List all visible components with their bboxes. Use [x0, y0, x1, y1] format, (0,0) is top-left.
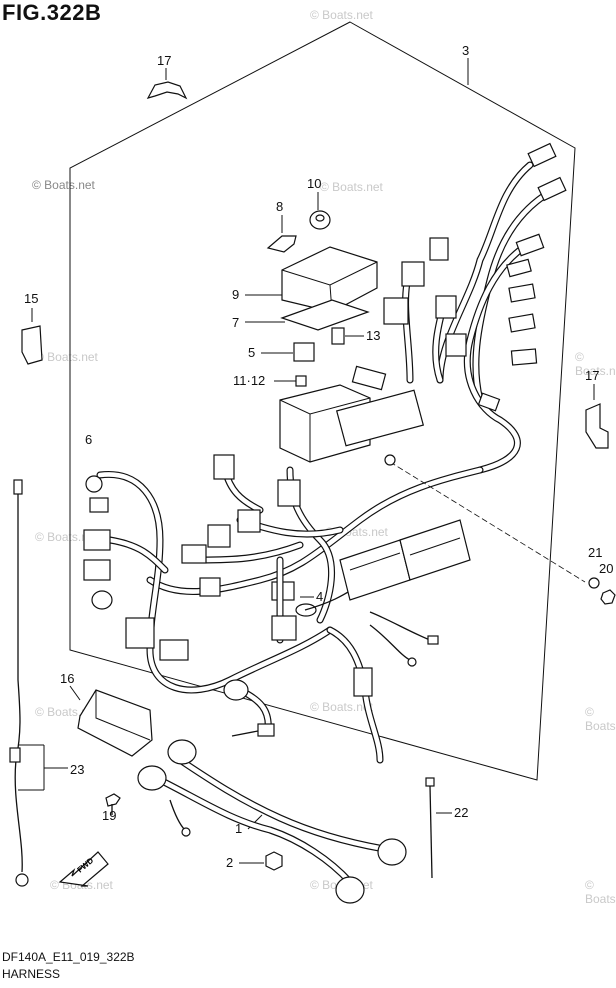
label-13: 13: [366, 328, 380, 343]
assembly-box: [69, 21, 576, 781]
engine-harness-part-1: [137, 739, 407, 904]
part-labels: 3 17 10 8 9 7 13 5 11·12 15 6 17 21 20 4…: [24, 43, 613, 870]
label-5: 5: [248, 345, 255, 360]
bolt-part-18: [105, 793, 121, 815]
label-3: 3: [462, 43, 469, 58]
watermark: © Boats.net: [35, 350, 98, 364]
watermark: © Boats.net: [310, 700, 373, 714]
label-14: 15: [24, 291, 38, 306]
gasket-part-7: [280, 299, 370, 331]
label-17: 17: [157, 53, 171, 68]
caption: HARNESS: [2, 967, 61, 981]
label-15: 16: [60, 671, 74, 686]
figure-title: FIG.322B: [2, 0, 102, 25]
drawing-code: DF140A_E11_019_322B: [2, 950, 135, 964]
label-7: 7: [232, 315, 239, 330]
label-16: 17: [585, 368, 599, 383]
bracket-part-16: [585, 384, 609, 449]
grommet-part-10: [309, 192, 331, 230]
battery-cable-part-22: [9, 479, 68, 887]
label-20: 21: [588, 545, 602, 560]
nut-part-2: [265, 851, 283, 871]
watermark: © Boats.net: [585, 705, 616, 733]
label-2: 2: [226, 855, 233, 870]
label-6: 6: [85, 432, 92, 447]
relay-part-5: [293, 342, 315, 362]
watermark: © Boats.net: [32, 178, 95, 192]
washer-part-20: [588, 577, 600, 589]
nut-part-19: [600, 589, 616, 605]
watermark: © Boats.net: [575, 350, 616, 378]
label-4: 4: [316, 589, 323, 604]
bracket-part-15: [69, 685, 153, 757]
connectors: [83, 142, 567, 737]
fuse-part-11-12: [295, 375, 307, 387]
leader-line: [389, 461, 586, 583]
label-19: 20: [599, 561, 613, 576]
cable-tie-part-21: [425, 777, 435, 879]
label-10: 10: [307, 176, 321, 191]
label-11-12: 11·12: [233, 373, 265, 388]
ground-stud: [384, 454, 396, 466]
relay-part-13: [331, 327, 345, 345]
fwd-arrow-icon: FWD: [58, 851, 109, 887]
watermark: © Boats.net: [35, 530, 98, 544]
label-1: 1: [235, 821, 242, 836]
cap-part-14: [21, 308, 43, 365]
label-8: 8: [276, 199, 283, 214]
label-18: 19: [102, 808, 116, 823]
label-21: 22: [454, 805, 468, 820]
label-9: 9: [232, 287, 239, 302]
watermark: © Boats.net: [310, 8, 373, 22]
label-22: 23: [70, 762, 84, 777]
clamp-part-17: [146, 68, 188, 100]
watermark: © Boats.net: [320, 180, 383, 194]
bracket-part-8: [266, 215, 297, 253]
watermark: © Boats.net: [585, 878, 616, 906]
